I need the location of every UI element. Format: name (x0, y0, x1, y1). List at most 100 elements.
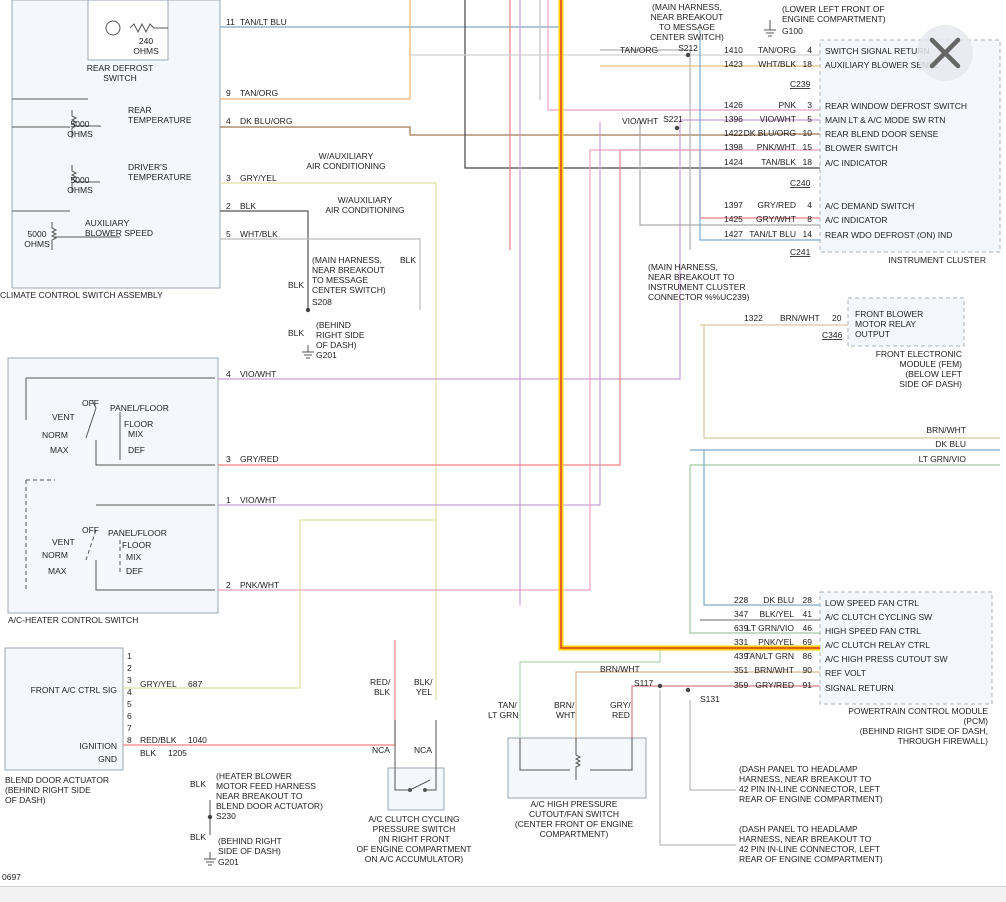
ic-circuit: 1397 (724, 200, 743, 210)
right-exit-label: LT GRN/VIO (919, 454, 967, 464)
sw1-panel: PANEL/FLOOR (110, 403, 169, 413)
hp-wire: GRY/ (610, 700, 631, 710)
g201b-note: (BEHIND RIGHT (218, 836, 282, 846)
dash-note: HARNESS, NEAR BREAKOUT TO (739, 774, 872, 784)
g201a-id: G201 (316, 350, 337, 360)
sw2-floor: FLOOR (122, 540, 151, 550)
ic-circuit: 1426 (724, 100, 743, 110)
blend-pin: 3 (127, 675, 132, 685)
ic-circuit: 1423 (724, 59, 743, 69)
ac-clutch-switch-box (387, 767, 445, 811)
instrument-cluster-title: INSTRUMENT CLUSTER (888, 255, 986, 265)
fem-title: SIDE OF DASH) (899, 379, 962, 389)
pcm-pin-label: A/C CLUTCH CYCLING SW (825, 612, 932, 622)
hp-wire: RED (612, 710, 630, 720)
fem-wire-color: BRN/WHT (780, 313, 820, 323)
close-button[interactable] (917, 25, 973, 81)
fem-pin-label: FRONT BLOWER (855, 309, 923, 319)
ic-pin-label: AUXILIARY BLOWER SENSE (825, 60, 940, 70)
ic-pin: 8 (807, 214, 812, 224)
fem-connector: C346 (822, 330, 843, 340)
ic-circuit: 1410 (724, 45, 743, 55)
blend-pin: 5 (127, 699, 132, 709)
ac-heater-pin: 2 (226, 580, 231, 590)
s212-note: CENTER SWITCH) (650, 32, 724, 42)
ac-heater-box (7, 357, 219, 614)
blend-door-title: OF DASH) (5, 795, 46, 805)
drivers-temperature-label: DRIVER'S (128, 162, 168, 172)
g201a-blk: BLK (288, 328, 304, 338)
climate-wire-color: TAN/ORG (240, 88, 278, 98)
pcm-circuit: 359 (734, 680, 748, 690)
fem-circuit: 1322 (744, 313, 763, 323)
climate-wire-color: TAN/LT BLU (240, 17, 287, 27)
s208-note: (MAIN HARNESS, (312, 255, 382, 265)
g201a-note: OF DASH) (316, 340, 357, 350)
ic-wire-color: TAN/BLK (761, 157, 796, 167)
s221-note: CONNECTOR %%UC239) (648, 292, 750, 302)
fem-box (847, 297, 965, 347)
blend-wire-circuit: 1040 (188, 735, 207, 745)
ic-pin: 5 (807, 114, 812, 124)
ohms-5000-label: 5000 (71, 119, 90, 129)
ac-clutch-wire: BLK (374, 687, 390, 697)
climate-pin: 11 (226, 17, 235, 27)
ic-circuit: 1422 (724, 128, 743, 138)
ic-circuit: 1424 (724, 157, 743, 167)
ac-high-pressure-title: (CENTER FRONT OF ENGINE (515, 819, 634, 829)
ac-clutch-title: PRESSURE SWITCH (373, 824, 456, 834)
s221-note: (MAIN HARNESS, (648, 262, 718, 272)
fem-pin-label: MOTOR RELAY (855, 319, 916, 329)
ac-high-pressure-title: CUTOUT/FAN SWITCH (529, 809, 619, 819)
s230-blk: BLK (190, 779, 206, 789)
s230-note: NEAR BREAKOUT TO (216, 791, 303, 801)
sw1-off: OFF (82, 398, 99, 408)
blend-pin: 2 (127, 663, 132, 673)
pcm-pin-label: A/C CLUTCH RELAY CTRL (825, 640, 930, 650)
ac-heater-title: A/C-HEATER CONTROL SWITCH (8, 615, 138, 625)
ic-wire-color: WHT/BLK (758, 59, 796, 69)
aux-blower-label: BLOWER SPEED (85, 228, 153, 238)
pcm-pin: 69 (803, 637, 813, 647)
aux-ac-label: W/AUXILIARY (338, 195, 393, 205)
ac-clutch-title: ON A/C ACCUMULATOR) (365, 854, 464, 864)
ac-clutch-title: OF ENGINE COMPARTMENT (357, 844, 472, 854)
s221-color: VIO/WHT (622, 116, 658, 126)
pcm-pin-label: HIGH SPEED FAN CTRL (825, 626, 921, 636)
sw1-floor: FLOOR (124, 419, 153, 429)
climate-wire-color: WHT/BLK (240, 229, 278, 239)
ac-heater-pin: 3 (226, 454, 231, 464)
ac-clutch-title: A/C CLUTCH CYCLING (368, 814, 459, 824)
ohms-5000-label: OHMS (24, 239, 50, 249)
resistor-icon (50, 20, 168, 250)
ac-heater-pin: 4 (226, 369, 231, 379)
ac-clutch-wire: RED/ (370, 677, 391, 687)
g100-note: (LOWER LEFT FRONT OF (782, 4, 885, 14)
dash-note: (DASH PANEL TO HEADLAMP (739, 764, 858, 774)
hp-wire: BRN/ (554, 700, 575, 710)
sw2-mix: MIX (126, 552, 141, 562)
pcm-wire-color: DK BLU (763, 595, 794, 605)
splice-dots (207, 52, 691, 820)
ac-high-pressure-title: A/C HIGH PRESSURE (531, 799, 618, 809)
pcm-wire-color: PNK/YEL (758, 637, 794, 647)
pcm-title: POWERTRAIN CONTROL MODULE (848, 706, 988, 716)
pcm-pin: 28 (803, 595, 813, 605)
ac-high-pressure-title: COMPARTMENT) (540, 829, 609, 839)
ac-clutch-wire: BLK/ (414, 677, 433, 687)
ac-heater-wire-color: GRY/RED (240, 454, 279, 464)
aux-ac-label: W/AUXILIARY (319, 151, 374, 161)
climate-wire-color: BLK (240, 201, 256, 211)
pcm-wire-color: BLK/YEL (760, 609, 795, 619)
fem-title: FRONT ELECTRONIC (876, 349, 962, 359)
pcm-circuit: 439 (734, 651, 748, 661)
blend-door-title: (BEHIND RIGHT SIDE (5, 785, 91, 795)
ic-pin-label: BLOWER SWITCH (825, 143, 898, 153)
climate-wire-color: GRY/YEL (240, 173, 277, 183)
sw1-mix: MIX (128, 429, 143, 439)
sw2-norm: NORM (42, 550, 68, 560)
ac-heater-wire-color: PNK/WHT (240, 580, 279, 590)
ground-icon (204, 20, 776, 866)
pcm-pin: 41 (803, 609, 813, 619)
pcm-pin-label: REF VOLT (825, 668, 866, 678)
